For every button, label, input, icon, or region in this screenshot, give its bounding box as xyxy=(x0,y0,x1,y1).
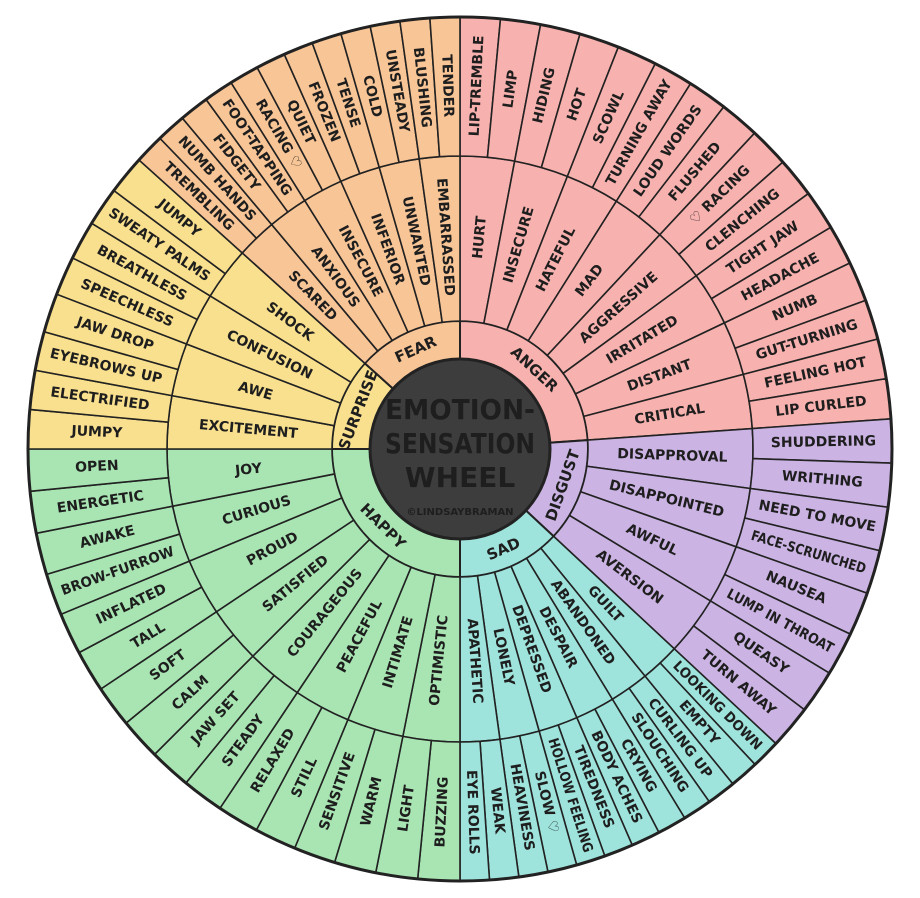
outer-border xyxy=(26,15,894,883)
sensation-label-buzzing: BUZZING xyxy=(432,776,451,847)
wheel-title-line-1: EMOTION- xyxy=(385,393,535,426)
sensation-label-limp: LIMP xyxy=(500,69,521,109)
wheel-title-line-3: WHEEL xyxy=(405,461,516,494)
sensation-label-weak: WEAK xyxy=(487,787,508,836)
sensation-label-shuddering: SHUDDERING xyxy=(771,433,876,451)
sensation-label-open: OPEN xyxy=(75,458,119,476)
sensation-label-tender: TENDER xyxy=(438,54,456,118)
sensation-label-writhing: WRITHING xyxy=(781,468,863,491)
wheel-title-line-2: SENSATION xyxy=(385,427,535,460)
center-hub: EMOTION- SENSATION WHEEL ©LINDSAYBRAMAN xyxy=(368,357,552,541)
feeling-label-disapproval: DISAPPROVAL xyxy=(617,446,728,466)
feeling-label-hurt: HURT xyxy=(470,215,490,260)
feeling-label-joy: JOY xyxy=(233,460,263,479)
sensation-label-light: LIGHT xyxy=(395,784,418,833)
sensation-label-eye-rolls: EYE ROLLS xyxy=(463,770,482,855)
feeling-label-apathetic: APATHETIC xyxy=(464,618,486,704)
center-circle xyxy=(368,357,552,541)
author-credit: ©LINDSAYBRAMAN xyxy=(406,507,513,518)
sensation-label-lip-tremble: LIP-TREMBLE xyxy=(467,35,488,137)
sensation-label-jumpy: JUMPY xyxy=(70,423,123,441)
